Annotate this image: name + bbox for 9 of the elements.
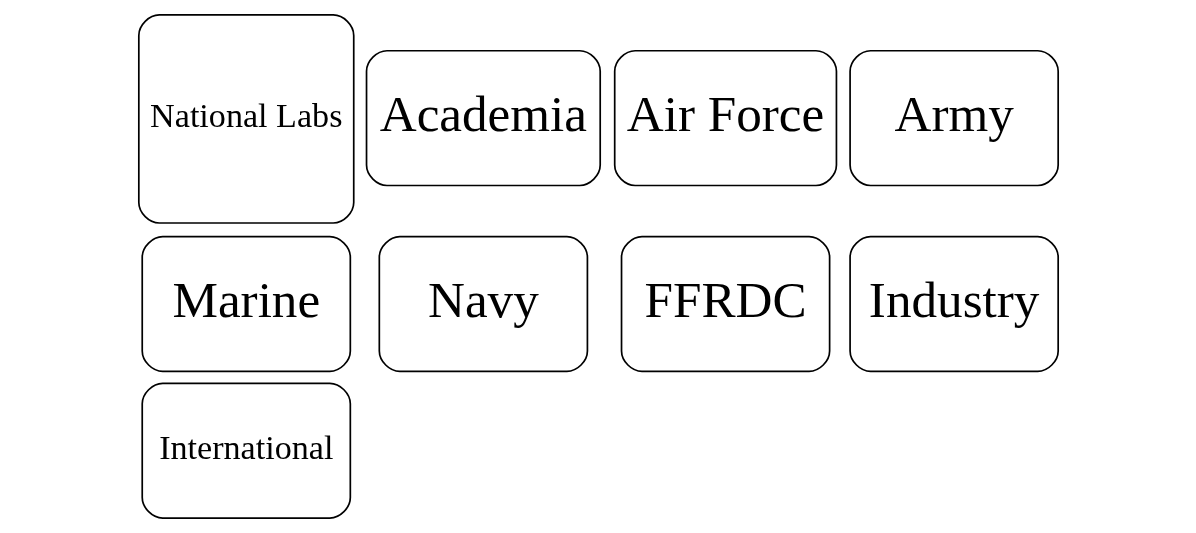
node-box: Navy: [377, 235, 588, 373]
node-box: Army: [848, 49, 1059, 187]
node-box: FFRDC: [620, 235, 830, 373]
node-box: Marine: [140, 235, 351, 373]
node-box: Academia: [365, 49, 601, 187]
node-box: Air Force: [613, 49, 837, 187]
node-box: International: [140, 382, 351, 519]
node-box: National Labs: [137, 14, 355, 224]
node-box: Industry: [848, 235, 1059, 373]
